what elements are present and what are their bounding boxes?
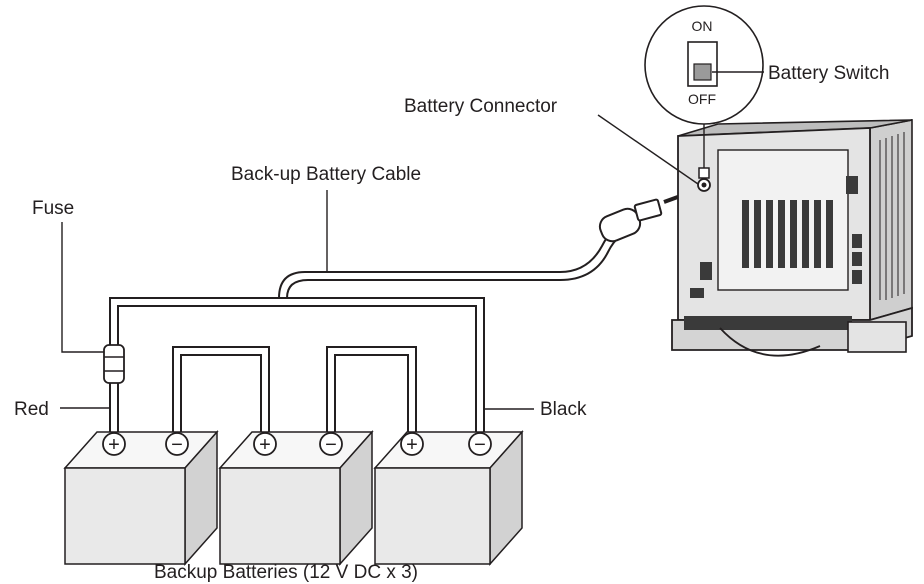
battery-3-positive-terminal: + xyxy=(400,432,424,456)
svg-text:−: − xyxy=(325,434,337,456)
battery-2-positive-terminal: + xyxy=(253,432,277,456)
battery-3-negative-terminal: − xyxy=(468,432,492,456)
cable-plug xyxy=(598,198,663,243)
battery-switch-label: Battery Switch xyxy=(768,63,889,84)
backup-cable-label: Back-up Battery Cable xyxy=(231,164,421,185)
battery-1-negative-terminal: − xyxy=(165,432,189,456)
svg-text:−: − xyxy=(171,434,183,456)
leader-lines xyxy=(60,71,764,410)
battery-switch-on-device xyxy=(698,167,710,179)
red-label: Red xyxy=(14,399,49,420)
battery-2 xyxy=(218,430,374,566)
svg-text:+: + xyxy=(259,434,271,456)
battery-3 xyxy=(373,430,524,566)
svg-text:+: + xyxy=(108,434,120,456)
side-vents xyxy=(879,132,905,300)
battery-switch-callout: ON OFF xyxy=(644,5,764,168)
black-label: Black xyxy=(540,399,587,420)
fuse-holder xyxy=(103,344,125,384)
card-slots xyxy=(742,200,833,268)
switch-off-label: OFF xyxy=(688,91,716,107)
battery-1-positive-terminal: + xyxy=(102,432,126,456)
battery-2-negative-terminal: − xyxy=(319,432,343,456)
svg-text:−: − xyxy=(474,434,486,456)
fuse-label: Fuse xyxy=(32,198,74,219)
switch-knob xyxy=(693,63,712,81)
svg-text:+: + xyxy=(406,434,418,456)
pbx-unit xyxy=(671,119,913,357)
battery-1 xyxy=(63,430,219,566)
caption: Backup Batteries (12 V DC x 3) xyxy=(154,562,418,583)
battery-connector-label: Battery Connector xyxy=(404,96,558,117)
switch-on-label: ON xyxy=(692,18,713,34)
